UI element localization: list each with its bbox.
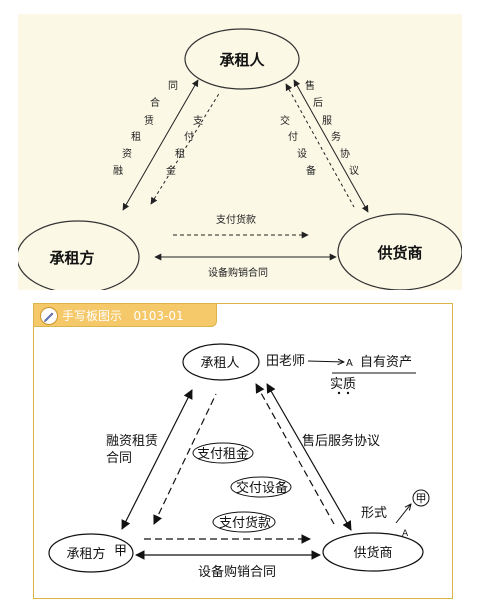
bottom-after-sales-label: 售后服务协议 [302,433,380,449]
bottom-financing-contract-label-1: 融资租赁 [106,434,158,449]
bottom-deliver-equipment-arrow [255,383,335,525]
bottom-pay-rent-label: 支付租金 [197,446,249,462]
jia-circle-label: 甲 [416,492,427,505]
pencil-icon [40,307,58,325]
mark-a-2: A [402,529,409,539]
svg-text:交: 交 [280,114,290,127]
svg-text:协: 协 [340,147,350,160]
top-pay-rent-arrow [150,91,221,205]
svg-text:租: 租 [175,147,185,160]
teacher-note: 田老师 [266,354,305,369]
bottom-lessor-label: 承租人 [200,356,239,371]
bottom-lessee-label: 承租方 [66,546,105,562]
svg-text:后: 后 [313,97,323,109]
svg-text:议: 议 [349,165,359,177]
bottom-financing-contract-label-2: 合同 [106,451,132,466]
teacher-arrow [307,361,344,362]
top-after-sales-label: 售 后 服 务 协 议 [305,79,359,177]
handwriting-board-panel: 手写板图示 0103-01 承租人 承租方 甲 供货商 田老师 A 自有资产 实… [33,303,453,599]
top-lessor-node [184,28,300,90]
top-deliver-equipment-label: 交 付 设 备 [280,114,316,177]
top-diagram-panel: 承租人 承租方 供货商 同 合 赁 租 资 融 支 付 租 金 [16,14,463,294]
form-arrow [395,504,411,524]
svg-text:服: 服 [322,115,332,127]
top-pay-rent-label: 支 付 租 金 [166,115,203,177]
pay-rent-circle [192,442,254,464]
svg-text:售: 售 [305,79,315,92]
top-purchase-contract-label: 设备购销合同 [208,266,268,279]
svg-text:金: 金 [166,164,176,177]
dot-mark-1 [337,391,341,395]
own-assets-note: 自有资产 [360,355,412,370]
svg-text:合: 合 [150,96,160,109]
top-pay-goods-label: 支付货款 [216,213,256,226]
bottom-after-sales-arrow [266,383,352,531]
top-lessee-label: 承租方 [49,249,94,267]
svg-text:设: 设 [297,148,307,160]
top-financing-contract-label: 同 合 赁 租 资 融 [113,80,178,177]
svg-text:备: 备 [306,164,316,177]
bottom-financing-contract-arrow [121,389,193,530]
deliver-equipment-circle [230,476,292,498]
mark-a: A [346,358,353,369]
pay-goods-circle [212,511,276,533]
svg-text:同: 同 [168,80,178,92]
top-financing-contract-arrow [122,79,199,211]
jia-circle [412,489,430,507]
svg-text:付: 付 [184,130,194,143]
handwriting-board-tab[interactable]: 手写板图示 0103-01 [34,304,217,327]
svg-text:付: 付 [288,130,298,143]
bottom-lessee-jia: 甲 [114,544,127,559]
dot-mark-2 [346,391,350,395]
top-after-sales-arrow [293,79,369,213]
bottom-pay-goods-label: 支付货款 [219,515,271,531]
form-note: 形式 [361,506,387,521]
bottom-pay-rent-arrow [153,393,217,525]
top-supplier-label: 供货商 [376,244,422,262]
svg-text:赁: 赁 [144,114,154,127]
bottom-deliver-equipment-label: 交付设备 [236,480,288,496]
bottom-supplier-label: 供货商 [353,545,392,561]
tab-title: 手写板图示 0103-01 [62,309,184,323]
top-lessor-label: 承租人 [219,51,265,69]
svg-text:租: 租 [131,130,141,143]
bottom-diagram-svg: 承租人 承租方 甲 供货商 田老师 A 自有资产 实质 融资租赁 合同 支付租金… [48,343,430,580]
top-diagram-svg: 承租人 承租方 供货商 同 合 赁 租 资 融 支 付 租 金 [16,28,463,294]
svg-text:务: 务 [331,130,341,143]
bottom-lessee-node [48,533,134,573]
svg-text:资: 资 [122,148,132,160]
svg-text:融: 融 [113,165,123,177]
svg-text:支: 支 [193,115,203,127]
bottom-supplier-node [322,532,424,572]
bottom-purchase-contract-label: 设备购销合同 [198,564,276,580]
bottom-lessor-node [182,343,260,381]
substance-note: 实质 [330,377,356,392]
